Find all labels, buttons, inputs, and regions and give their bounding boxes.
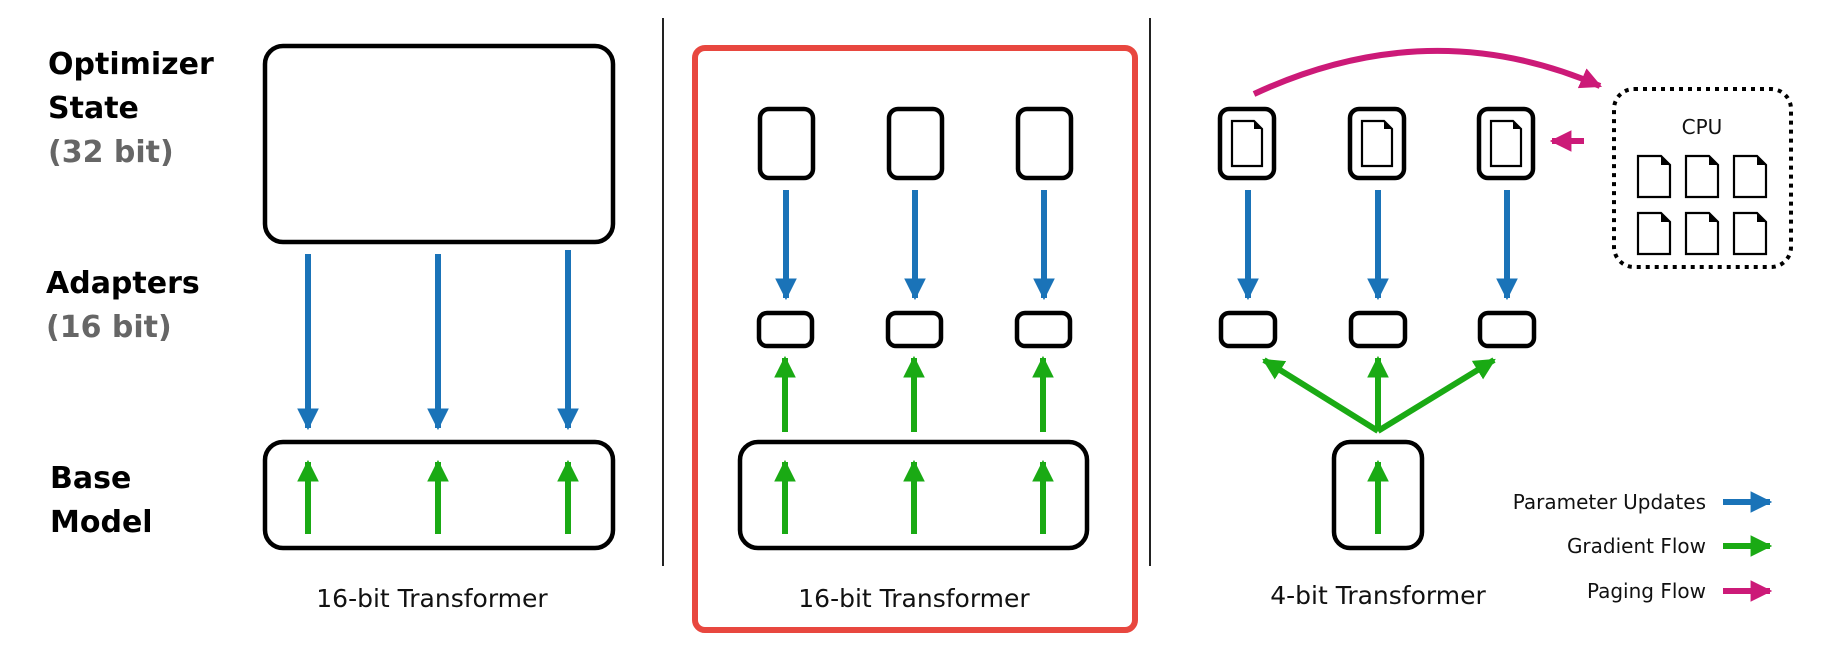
cpu-memory: CPU <box>1612 87 1793 269</box>
panel-caption-lora: 16-bit Transformer <box>798 584 1030 613</box>
cpu-page-icon <box>1732 154 1768 199</box>
gradient-flow-arrow <box>1376 357 1496 434</box>
cpu-page-icon <box>1636 211 1672 256</box>
paging-flow-arrow-out <box>1252 47 1602 97</box>
optimizer-label-line2: State <box>48 91 139 126</box>
page-icon <box>1360 119 1394 168</box>
base-model-label-line2: Model <box>50 505 153 540</box>
page-icon <box>1230 119 1264 168</box>
legend-label-parameter-updates: Parameter Updates <box>1513 490 1706 514</box>
adapters-bits-label: (16 bit) <box>46 310 172 345</box>
optimizer-bits-label: (32 bit) <box>48 135 174 170</box>
adapter-box <box>1218 310 1278 349</box>
base-model-box <box>737 439 1090 551</box>
panel-caption-qlora: 4-bit Transformer <box>1270 581 1486 610</box>
page-icon <box>1489 119 1523 168</box>
optimizer-state-box <box>262 43 616 245</box>
row-labels: Optimizer State (32 bit) Adapters (16 bi… <box>46 47 214 540</box>
gradient-flow-arrow <box>1262 357 1380 434</box>
legend-label-paging-flow: Paging Flow <box>1587 579 1706 603</box>
optimizer-state-box <box>1476 106 1536 181</box>
paged-optimizer-state <box>1476 106 1536 181</box>
page-corner <box>1254 121 1262 129</box>
optimizer-state-box <box>1347 106 1407 181</box>
base-model-box <box>262 439 616 551</box>
cpu-page-icon <box>1684 154 1720 199</box>
paged-optimizer-state <box>1347 106 1407 181</box>
adapter-box <box>1014 310 1073 349</box>
optimizer-state-box <box>1015 106 1074 181</box>
page-corner <box>1513 121 1521 129</box>
adapters-label: Adapters <box>46 266 200 301</box>
optimizer-state-box <box>757 106 816 181</box>
cpu-box <box>1612 87 1793 269</box>
cpu-page-icon <box>1684 211 1720 256</box>
adapter-box <box>1477 310 1537 349</box>
panel-full-finetuning: 16-bit Transformer <box>262 43 616 613</box>
base-model-label: Base <box>50 461 131 496</box>
cpu-page-icon <box>1636 154 1672 199</box>
optimizer-state-box <box>1217 106 1277 181</box>
highlight-frame <box>692 45 1138 633</box>
cpu-label: CPU <box>1682 115 1723 139</box>
page-corner <box>1384 121 1392 129</box>
adapter-box <box>756 310 815 349</box>
base-model-box <box>1331 439 1425 551</box>
legend-label-gradient-flow: Gradient Flow <box>1567 534 1706 558</box>
panel-qlora: CPU <box>1217 47 1793 610</box>
adapter-box <box>1348 310 1408 349</box>
adapter-box <box>885 310 944 349</box>
panel-lora: 16-bit Transformer <box>692 45 1138 633</box>
cpu-page-icon <box>1732 211 1768 256</box>
paged-optimizer-state <box>1217 106 1277 181</box>
optimizer-state-box <box>886 106 945 181</box>
optimizer-label: Optimizer <box>48 47 214 82</box>
panel-caption-full-finetuning: 16-bit Transformer <box>316 584 548 613</box>
legend: Parameter Updates Gradient Flow Paging F… <box>1513 490 1773 603</box>
